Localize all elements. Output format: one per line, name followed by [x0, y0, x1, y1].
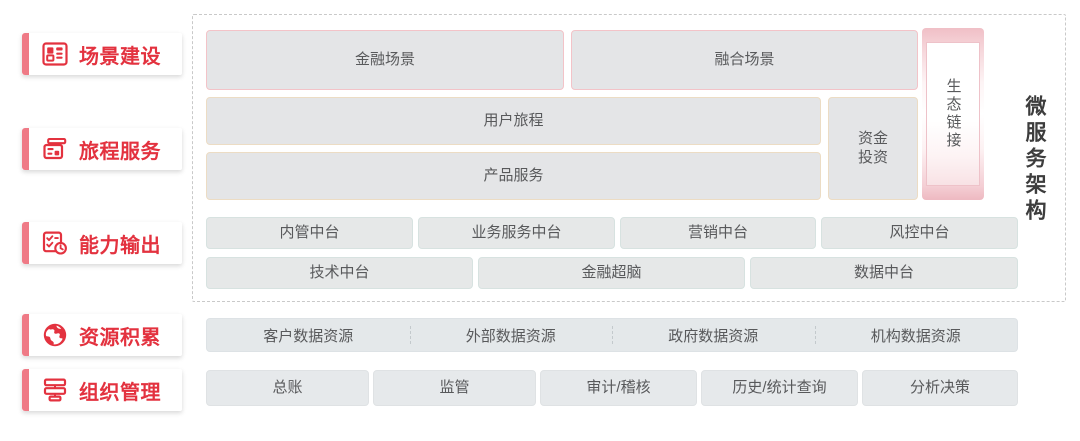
rail-item-journey[interactable]: 旅程服务 — [22, 128, 182, 170]
microservice-architecture-container — [192, 14, 1066, 302]
ability-cell-finance-brain[interactable]: 金融超脑 — [478, 257, 745, 289]
rail-accent-bar — [22, 369, 29, 411]
checklist-clock-icon — [40, 228, 70, 258]
capital-investment-line2: 投资 — [857, 148, 888, 166]
org-cell-analysis-decision[interactable]: 分析决策 — [862, 370, 1018, 406]
ability-cell-tech-platform[interactable]: 技术中台 — [206, 257, 473, 289]
rail-accent-bar — [22, 33, 29, 75]
resource-segment-customer[interactable]: 客户数据资源 — [263, 327, 354, 345]
rail-item-label: 资源积累 — [79, 326, 161, 349]
rail-item-resource[interactable]: 资源积累 — [22, 314, 182, 356]
resource-segment-government[interactable]: 政府数据资源 — [612, 319, 815, 351]
ability-cell-marketing[interactable]: 营销中台 — [620, 217, 816, 249]
rail-accent-bar — [22, 128, 29, 170]
ability-cell-risk-control[interactable]: 风控中台 — [821, 217, 1018, 249]
rail-item-ability[interactable]: 能力输出 — [22, 222, 182, 264]
org-cell-general-ledger[interactable]: 总账 — [206, 370, 369, 406]
dashboard-layout-icon — [40, 39, 70, 69]
rail-item-label: 场景建设 — [79, 45, 161, 68]
org-cell-supervision[interactable]: 监管 — [373, 370, 536, 406]
org-cell-audit[interactable]: 审计/稽核 — [540, 370, 697, 406]
rail-item-label: 组织管理 — [79, 381, 161, 404]
eco-link-inner: 生态链接 — [926, 42, 980, 186]
org-cell-history-query[interactable]: 历史/统计查询 — [701, 370, 858, 406]
journey-cell-user-journey[interactable]: 用户旅程 — [206, 97, 821, 145]
capital-investment-line1: 资金 — [857, 129, 888, 147]
resource-bar: 客户数据资源 外部数据资源 政府数据资源 机构数据资源 — [206, 318, 1018, 352]
rail-item-organization[interactable]: 组织管理 — [22, 369, 182, 411]
journey-cell-capital-investment[interactable]: 资金 投资 — [828, 97, 918, 200]
rail-item-label: 能力输出 — [79, 234, 161, 257]
resource-segment-institution[interactable]: 机构数据资源 — [814, 319, 1018, 351]
rail-accent-bar — [22, 222, 29, 264]
eco-link-label: 生态链接 — [944, 78, 962, 150]
org-chart-icon — [40, 375, 70, 405]
rail-item-scene[interactable]: 场景建设 — [22, 33, 182, 75]
microservice-architecture-title: 微服务架构 — [1023, 95, 1046, 225]
rail-accent-bar — [22, 314, 29, 356]
scene-cell-fusion[interactable]: 融合场景 — [571, 30, 918, 90]
journey-cell-product-service[interactable]: 产品服务 — [206, 152, 821, 200]
ability-cell-data-platform[interactable]: 数据中台 — [750, 257, 1018, 289]
ability-cell-internal-mgmt[interactable]: 内管中台 — [206, 217, 413, 249]
eco-link-box[interactable]: 生态链接 — [922, 28, 984, 200]
scene-cell-finance[interactable]: 金融场景 — [206, 30, 564, 90]
resource-segment-external[interactable]: 外部数据资源 — [409, 319, 613, 351]
rail-item-label: 旅程服务 — [79, 140, 161, 163]
globe-icon — [40, 320, 70, 350]
ability-cell-business-service[interactable]: 业务服务中台 — [418, 217, 615, 249]
card-stack-icon — [40, 134, 70, 164]
